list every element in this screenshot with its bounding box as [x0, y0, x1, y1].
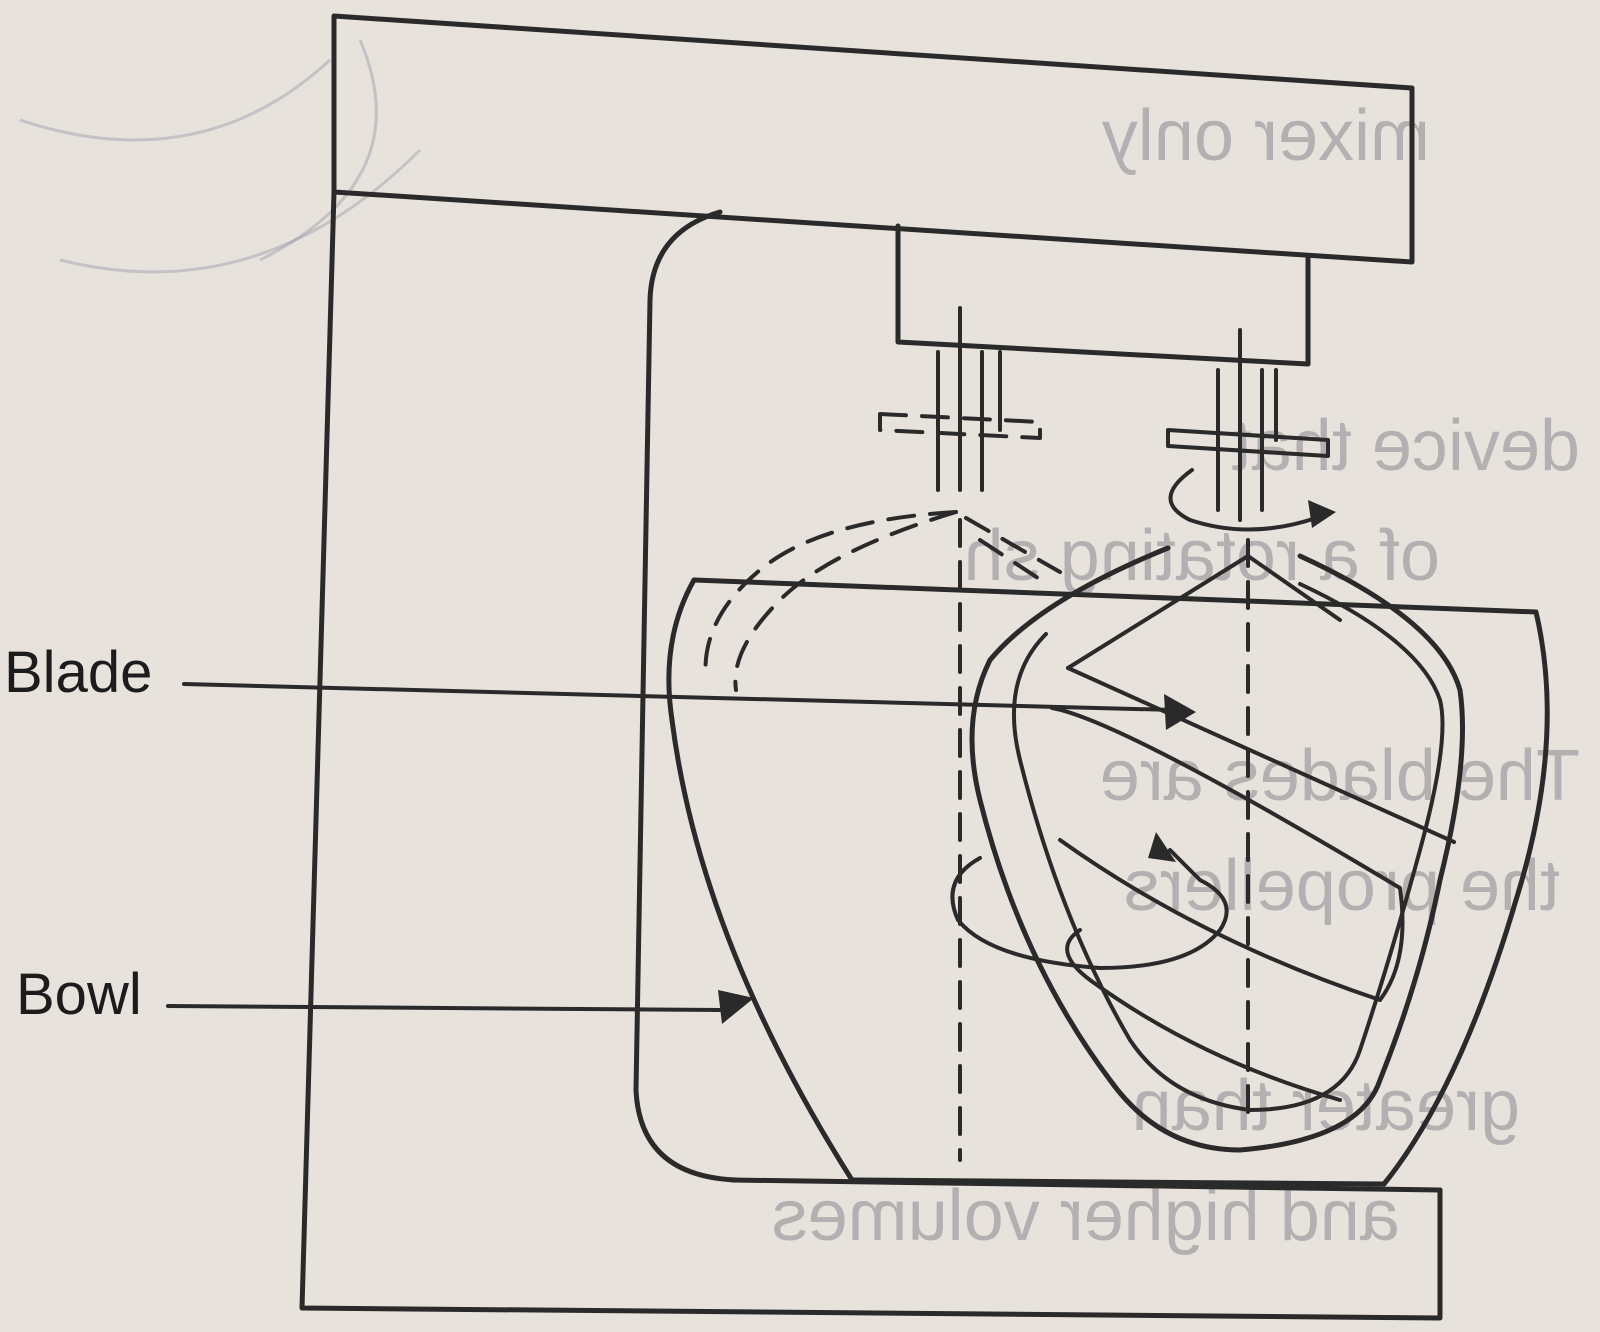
column [299, 189, 1443, 1321]
bowl-outline [691, 577, 1550, 1187]
svg-text:mixer only: mixer only [1102, 96, 1430, 176]
bowl [666, 577, 1550, 1187]
right-beater-assembly [950, 328, 1465, 1153]
bowl-arrowhead [718, 990, 754, 1024]
bowl-label: Bowl [16, 962, 142, 1027]
base-plate [729, 1177, 1443, 1193]
background-ghost: mixer only device that of a rotating sh … [19, 39, 1580, 1256]
blade-leader [182, 682, 1176, 712]
beater-inner-loop [1012, 582, 1445, 1112]
bowl-leader [166, 1004, 722, 1012]
svg-text:device that: device that [1232, 406, 1580, 486]
gear-head [895, 223, 1311, 367]
guard [633, 209, 739, 1183]
top-arm [331, 13, 1415, 265]
mixer-frame [299, 13, 1443, 1321]
blade-label: Blade [4, 640, 152, 705]
beater-outer-loop [969, 545, 1465, 1153]
blade-arrowhead [1164, 694, 1196, 730]
labels: Blade Bowl [4, 640, 1196, 1027]
svg-text:The blades are: The blades are [1100, 736, 1580, 816]
left-shaft-assembly [703, 306, 1062, 1162]
svg-text:the propellers: the propellers [1124, 846, 1560, 926]
